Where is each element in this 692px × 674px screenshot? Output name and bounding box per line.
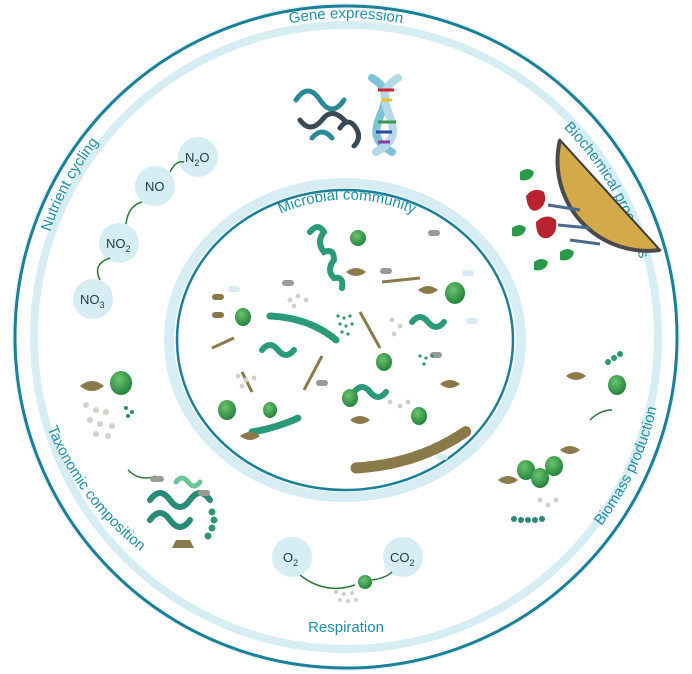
biomass-illustration — [498, 351, 626, 523]
chem-o2: O2 — [283, 550, 298, 568]
chem-no2: NO2 — [106, 236, 131, 254]
outer-inner-ring — [30, 21, 662, 653]
bubble-co2 — [383, 537, 423, 577]
microbial-community — [211, 224, 478, 474]
respiration-cycle: O2 CO2 — [272, 537, 423, 603]
arrow-co2 — [371, 571, 393, 581]
taxonomic-illustration — [80, 371, 218, 548]
inner-ring-halo — [164, 178, 526, 502]
chem-no: NO — [145, 179, 165, 194]
arrow-no2-no — [125, 201, 143, 225]
dna-illustration — [293, 74, 402, 156]
biochemical-illustration — [512, 137, 663, 271]
arrow-no-n2o — [169, 160, 185, 173]
bubble-o2 — [272, 537, 312, 577]
arrow-o2 — [299, 574, 356, 590]
bubble-no — [135, 166, 175, 206]
chem-co2: CO2 — [390, 550, 415, 568]
inner-ring — [175, 188, 515, 492]
respiring-cell — [358, 575, 372, 589]
chem-n2o: N2O — [185, 150, 210, 168]
arrow-no3-no2 — [96, 257, 111, 281]
chem-no3: NO3 — [80, 292, 105, 310]
bubble-no3 — [73, 279, 113, 319]
bubble-no2 — [99, 223, 139, 263]
nutrient-cycle: NO3 NO2 NO N2O — [73, 137, 218, 319]
label-respiration: Respiration — [308, 619, 384, 636]
bubble-n2o — [178, 137, 218, 177]
